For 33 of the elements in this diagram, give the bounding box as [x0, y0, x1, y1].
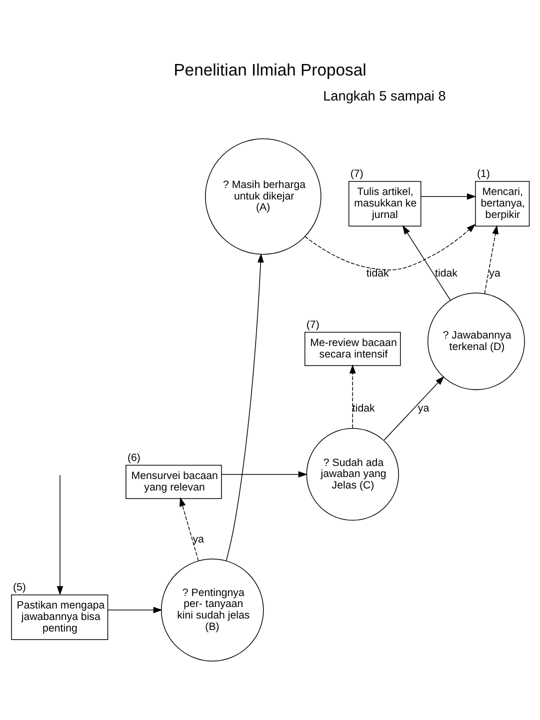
node-box: Me-review bacaan secara intensif — [304, 332, 401, 366]
arrow — [304, 224, 476, 270]
node-box: Mencari, bertanya, berpikir — [475, 181, 530, 226]
diagram-title: Penelitian Ilmiah Proposal — [174, 60, 366, 80]
node-label: (7) — [350, 168, 364, 180]
node-circle: ? Jawabannya terkenal (D) — [427, 292, 525, 390]
node-label: (7) — [306, 318, 320, 331]
node-circle: ? Sudah ada jawaban yang Jelas (C) — [306, 428, 399, 521]
node-circle: ? Pentingnya per- tanyaan kini sudah jelas (B) — [160, 558, 264, 662]
edge-label: ya — [192, 534, 204, 546]
edge-label: tidak — [352, 402, 375, 415]
node-label: (6) — [127, 452, 140, 464]
node-box: Mensurvei bacaan yang relevan — [126, 464, 222, 499]
label: Langkah 5 sampai 8 — [323, 88, 446, 104]
node-circle: ? Masih berharga untuk dikejar (A) — [205, 138, 322, 255]
arrow — [484, 224, 499, 294]
edge-label: ya — [489, 268, 500, 280]
arrow — [107, 606, 162, 614]
arrow — [384, 376, 444, 440]
node-box: Pastikan mengapa jawabannya bisa penting — [11, 594, 108, 640]
arrow — [226, 253, 264, 562]
arrow — [221, 471, 308, 478]
edge-label: ya — [418, 402, 430, 415]
arrow — [349, 364, 356, 428]
arrow — [402, 225, 451, 301]
node-label: (5) — [13, 581, 26, 594]
edge-label: tidak — [366, 268, 389, 280]
node-label: (1) — [476, 168, 490, 180]
arrow — [56, 474, 64, 596]
edge-label: tidak — [435, 268, 458, 280]
arrow — [420, 193, 476, 200]
arrow — [180, 497, 199, 562]
node-box: Tulis artikel, masukkan ke jurnal — [348, 181, 422, 226]
